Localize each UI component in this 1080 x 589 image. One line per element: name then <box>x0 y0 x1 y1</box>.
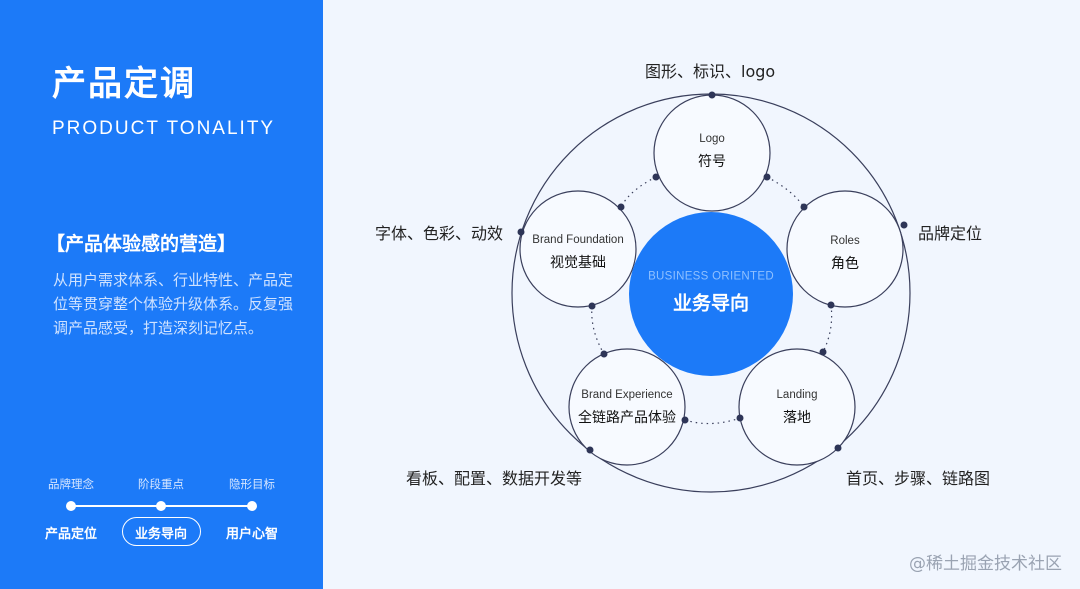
node-en: Roles <box>830 235 860 247</box>
label-right: 品牌定位 <box>918 224 983 243</box>
node-roles <box>786 190 904 308</box>
node-zh: 全链路产品体验 <box>578 410 676 426</box>
page-subtitle: PRODUCT TONALITY <box>52 118 276 139</box>
timeline-bottom-label: 产品定位 <box>44 527 98 542</box>
section-description: 从用户需求体系、行业特性、产品定位等贯穿整个体验升级体系。反复强调产品感受，打造… <box>53 271 294 337</box>
connector <box>822 304 833 353</box>
label-bottom-left: 看板、配置、数据开发等 <box>406 469 583 488</box>
section-heading: 【产品体验感的营造】 <box>46 233 237 255</box>
watermark: @稀土掘金技术社区 <box>909 554 1062 574</box>
node-zh: 角色 <box>831 256 859 272</box>
center-en: BUSINESS ORIENTED <box>648 270 774 283</box>
node-zh: 符号 <box>698 154 726 170</box>
center-circle <box>629 212 793 376</box>
label-top: 图形、标识、logo <box>645 62 776 81</box>
timeline-top-label: 隐形目标 <box>229 477 275 491</box>
page-title: 产品定调 <box>52 64 196 104</box>
timeline-dot <box>66 501 76 511</box>
node-en: Brand Experience <box>581 389 673 401</box>
connector <box>766 176 805 208</box>
timeline-bottom-label-active: 业务导向 <box>134 527 188 542</box>
junction-dots <box>517 91 908 454</box>
center-label: BUSINESS ORIENTED 业务导向 <box>648 271 774 316</box>
center-zh: 业务导向 <box>672 292 749 315</box>
node-landing <box>738 348 856 466</box>
connector <box>591 305 605 355</box>
node-en: Landing <box>776 389 818 401</box>
node-en: Logo <box>699 133 725 145</box>
timeline-bottom-label: 用户心智 <box>225 527 279 542</box>
connector <box>620 176 657 208</box>
node-label-logo: Logo 符号 <box>698 133 726 171</box>
node-en: Brand Foundation <box>532 234 624 246</box>
node-brand-experience <box>568 348 686 466</box>
dotted-connectors <box>591 176 833 425</box>
active-stage-pill <box>122 517 201 546</box>
left-panel: 产品定调 PRODUCT TONALITY 【产品体验感的营造】 从用户需求体系… <box>0 0 323 589</box>
node-brand-foundation <box>519 190 637 308</box>
label-left: 字体、色彩、动效 <box>375 224 504 243</box>
label-bottom-right: 首页、步骤、链路图 <box>846 469 991 488</box>
node-label-roles: Roles 角色 <box>830 235 859 273</box>
timeline-dot <box>247 501 257 511</box>
node-zh: 视觉基础 <box>550 255 606 271</box>
node-label-brand-experience: Brand Experience 全链路产品体验 <box>578 389 676 427</box>
node-label-landing: Landing 落地 <box>777 389 818 427</box>
timeline-top-label: 品牌理念 <box>48 477 94 491</box>
node-label-brand-foundation: Brand Foundation 视觉基础 <box>532 234 623 272</box>
timeline-top-label: 阶段重点 <box>138 477 184 491</box>
node-zh: 落地 <box>783 410 811 426</box>
stage-timeline: 品牌理念 阶段重点 隐形目标 产品定位 业务导向 用户心智 <box>0 470 323 550</box>
timeline-dot <box>156 501 166 511</box>
connector <box>684 417 741 425</box>
